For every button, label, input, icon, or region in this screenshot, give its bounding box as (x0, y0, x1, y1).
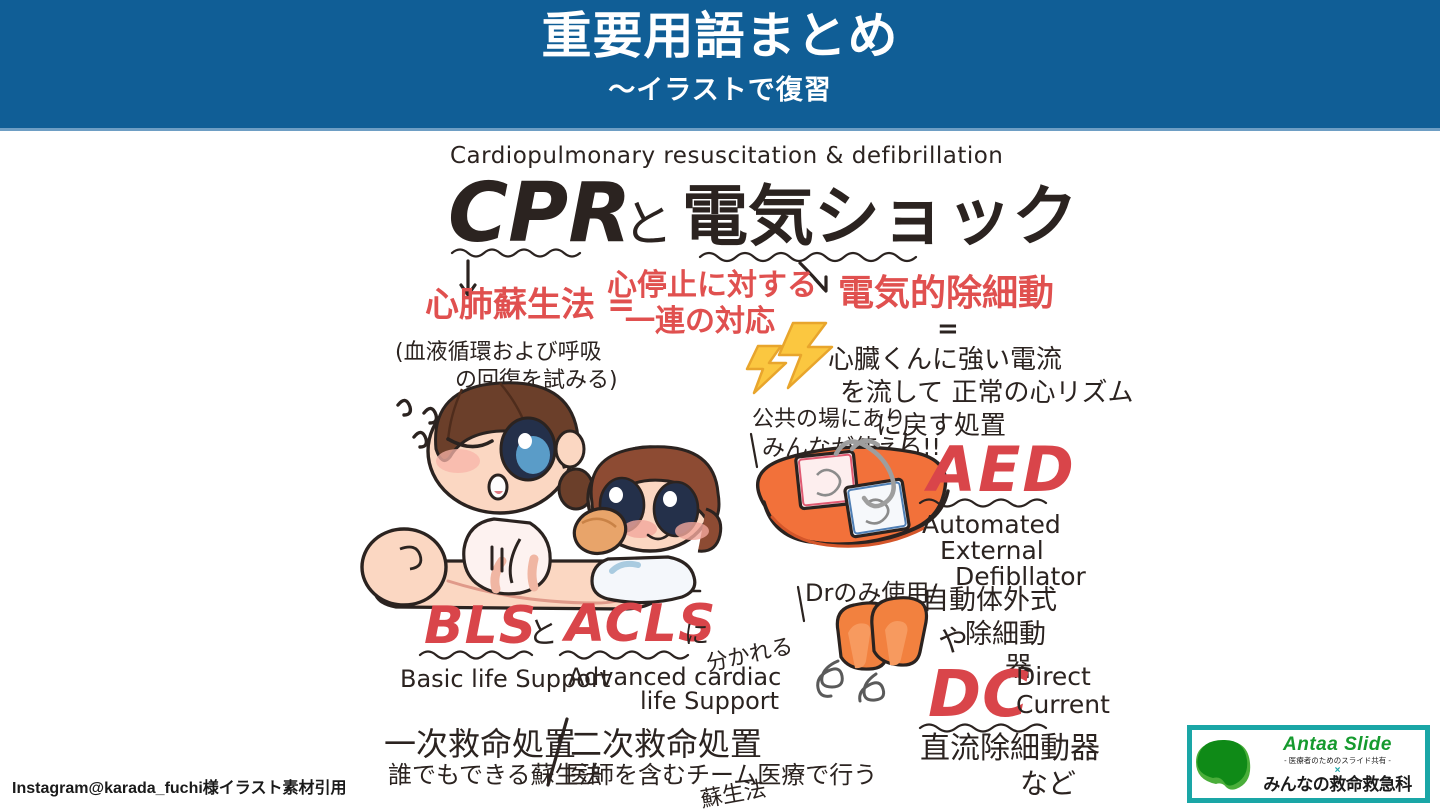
logo-text-group: Antaa Slide - 医療者のためのスライド共有 - × みんなの救命救急… (1254, 733, 1425, 794)
lightning-bolt-large (777, 321, 834, 390)
illustration-heading-to: と (623, 195, 673, 253)
right-black-def-line3: に戻す処置 (876, 411, 1006, 441)
bls-term: BLS (424, 596, 537, 656)
bls-japanese: 一次救命処置 (384, 725, 576, 763)
acls-english-line1: Advanced cardiac (568, 663, 781, 691)
aed-underline-squiggle (918, 498, 1048, 508)
right-red-term: 電気的除細動 (838, 273, 1054, 314)
slide-header: 重要用語まとめ 〜イラストで復習 (0, 0, 1440, 128)
dc-expansion-line1: Direct (1016, 662, 1091, 691)
dc-etc: など (1020, 767, 1076, 800)
header-divider (0, 128, 1440, 131)
bls-acls-conjunction: と (528, 616, 558, 651)
aed-callout-line1: 公共の場にあり (752, 407, 906, 432)
illustration-english-heading: Cardiopulmonary resuscitation & defibril… (450, 143, 1003, 169)
acls-term: ACLS (561, 594, 716, 654)
aed-japanese-line1: 自動体外式 (922, 585, 1057, 616)
illustration-heading-cpr: CPR (448, 166, 631, 261)
lightning-bolt-small (745, 344, 788, 395)
acls-english-line2: life Support (640, 687, 779, 715)
illustration-heading-denki-shock: 電気ショック (682, 178, 1078, 255)
aed-expansion-line1: Automated (922, 510, 1061, 539)
right-equals-sign: = (937, 314, 959, 344)
dc-japanese: 直流除細動器 (920, 731, 1100, 766)
credit-line: Instagram@karada_fuchi様イラスト素材引用 (12, 780, 347, 797)
main-illustration: .ink { fill:#2b2320; } .red { fill:#d945… (0, 131, 1440, 810)
collab-cross-icon: × (1334, 764, 1341, 776)
squiggle-underline-left (450, 248, 582, 258)
left-red-term: 心肺蘇生法 = (425, 285, 635, 325)
partner-name: みんなの救命救急科 (1263, 774, 1412, 794)
aed-device-illustration (755, 438, 950, 548)
dc-callout-bracket (796, 585, 806, 623)
dc-underline-squiggle (918, 723, 1048, 733)
antaa-leaf-icon (1196, 735, 1254, 793)
left-red-def-line1: 心停止に対する (607, 268, 817, 303)
aed-expansion-line2: External (940, 536, 1044, 565)
right-black-def-line2: を流して 正常の心リズム (840, 378, 1134, 408)
aed-expansion-line3: Defibllator (955, 562, 1087, 591)
acls-underline-squiggle (558, 650, 690, 660)
squiggle-underline-right (698, 251, 918, 263)
right-black-def-line1: 心臓くんに強い電流 (828, 345, 1062, 375)
page-title: 重要用語まとめ (541, 8, 899, 64)
bls-english: Basic life Support (400, 665, 610, 693)
brand-tagline: - 医療者のためのスライド共有 - (1284, 755, 1391, 765)
page-subtitle: 〜イラストで復習 (608, 74, 832, 105)
left-red-def-line2: 一連の対応 (625, 304, 775, 339)
cpr-characters-illustration (360, 381, 723, 611)
arrow-head-right (813, 275, 828, 293)
dc-conjunction: や (938, 624, 968, 659)
aed-japanese-line2: 除細動 (965, 619, 1046, 650)
aed-japanese-line3: 器 (1005, 652, 1032, 683)
bls-acls-particle: に (684, 620, 709, 649)
acls-japanese: 二次救命処置 (570, 725, 762, 763)
bls-detail: 誰でもできる蘇生法 (388, 761, 603, 789)
defibrillator-paddles-illustration (816, 596, 929, 703)
brand-name: Antaa Slide (1283, 733, 1392, 755)
bls-underline-squiggle (418, 650, 534, 660)
dc-expansion-line2: Current (1016, 690, 1110, 719)
acls-detail-line1: 医師を含むチーム医療で行う (566, 761, 877, 789)
aed-letters: AED (923, 433, 1076, 506)
arrow-head-left (459, 283, 477, 297)
dc-letters: DC (928, 658, 1030, 732)
partner-logo-box: Antaa Slide - 医療者のためのスライド共有 - × みんなの救命救急… (1187, 725, 1430, 803)
left-black-note-line1: (血液循環および呼吸 (395, 340, 602, 365)
aed-callout-bracket-left (749, 432, 759, 469)
bls-acls-divider (546, 717, 569, 787)
